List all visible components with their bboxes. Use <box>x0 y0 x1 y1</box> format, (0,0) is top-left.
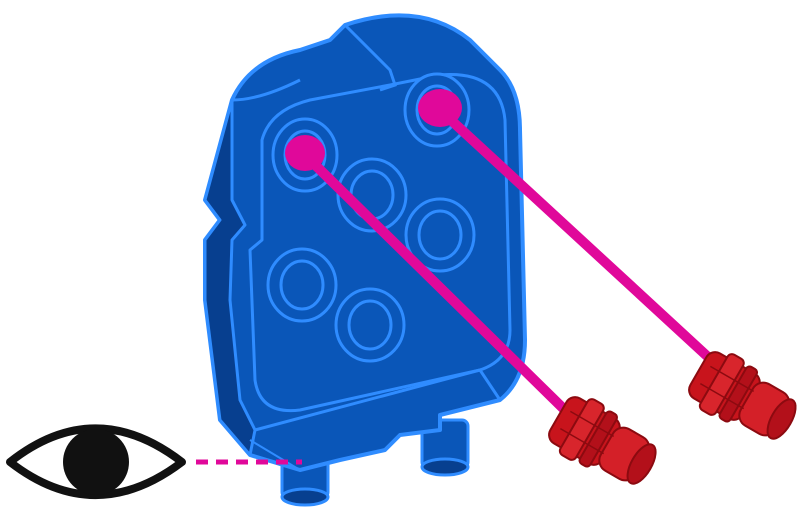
axle-connector-icon <box>682 343 800 451</box>
block-hole <box>268 249 336 321</box>
block-hole <box>336 289 404 361</box>
eye-icon <box>10 429 182 496</box>
brick-block-icon <box>205 15 525 505</box>
